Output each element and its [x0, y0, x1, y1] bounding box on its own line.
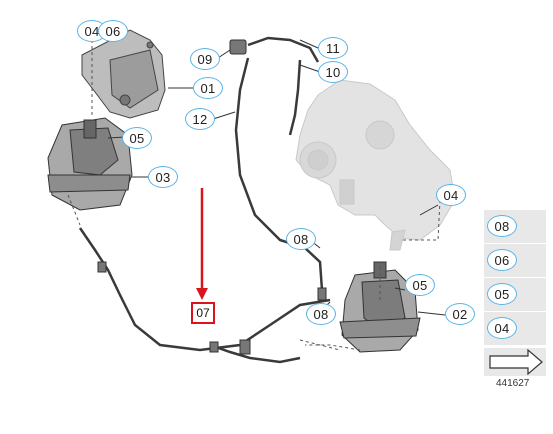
callout-10: 10	[318, 61, 348, 83]
legend-row: 08	[484, 210, 546, 244]
legend-callout-08: 08	[487, 215, 517, 237]
legend-callout-06: 06	[487, 249, 517, 271]
callout-04-right: 04	[436, 184, 466, 206]
callout-08-low: 08	[306, 303, 336, 325]
hose-connectors	[97, 39, 327, 355]
legend-panel: 08 06 05 04	[484, 210, 546, 346]
callout-09: 09	[190, 48, 220, 70]
leader-lines	[67, 40, 441, 351]
callout-06-top: 06	[98, 20, 128, 42]
right-engine-mount	[339, 261, 421, 353]
legend-row: 06	[484, 244, 546, 278]
callout-05-right: 05	[405, 274, 435, 296]
callout-12: 12	[185, 108, 215, 130]
callout-08-mid: 08	[286, 228, 316, 250]
legend-row: 05	[484, 278, 546, 312]
callout-11: 11	[318, 37, 348, 59]
callout-02: 02	[445, 303, 475, 325]
callout-03: 03	[148, 166, 178, 188]
callout-leaders	[107, 39, 446, 316]
red-pointer-arrow	[196, 188, 208, 300]
orientation-arrow-box	[484, 348, 546, 376]
callout-01: 01	[193, 77, 223, 99]
diagram-id: 441627	[496, 378, 530, 389]
vacuum-hoses	[78, 36, 331, 364]
callout-05-left: 05	[122, 127, 152, 149]
legend-callout-04: 04	[487, 317, 517, 339]
engine-block	[295, 79, 456, 251]
legend-callout-05: 05	[487, 283, 517, 305]
legend-row: 04	[484, 312, 546, 346]
orientation-arrow-icon	[489, 348, 543, 376]
left-engine-mount	[47, 117, 133, 211]
engine-bracket	[81, 29, 166, 119]
callout-07-highlighted: 07	[191, 302, 215, 324]
